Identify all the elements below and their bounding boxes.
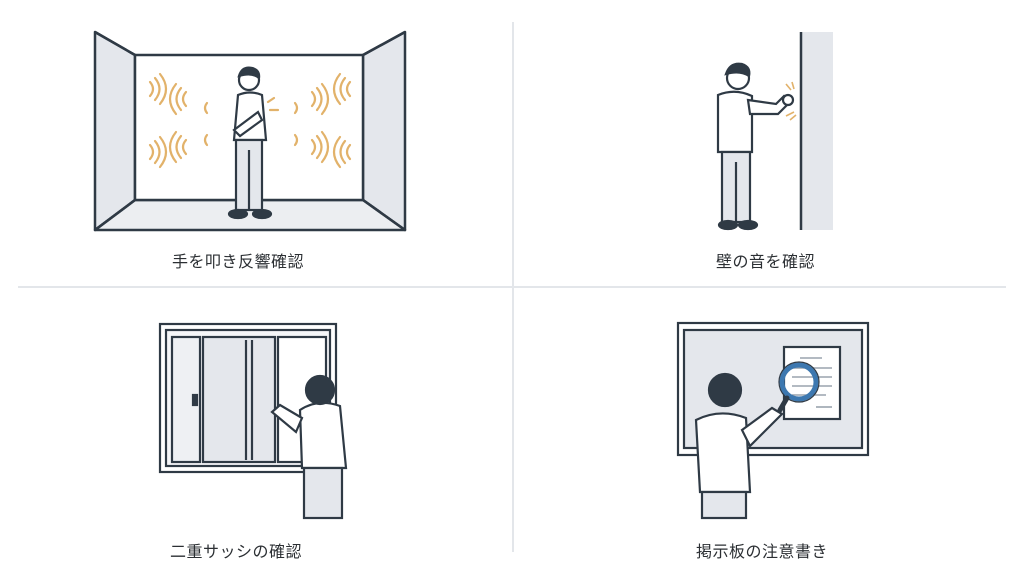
caption-bulletin-board: 掲示板の注意書き <box>696 542 829 561</box>
sound-wave-icons <box>148 72 352 169</box>
caption-knock-wall: 壁の音を確認 <box>716 252 816 271</box>
horizontal-divider <box>18 286 1006 288</box>
knock-impact-icon <box>785 81 797 121</box>
caption-double-sash: 二重サッシの確認 <box>170 542 303 561</box>
person-reading-icon <box>694 372 784 520</box>
magnifier-icon <box>777 361 820 413</box>
caption-clap-echo: 手を叩き反響確認 <box>172 252 305 271</box>
person-back-icon <box>270 374 348 520</box>
person-clapping-icon <box>227 66 273 220</box>
person-knocking-icon <box>716 62 795 231</box>
